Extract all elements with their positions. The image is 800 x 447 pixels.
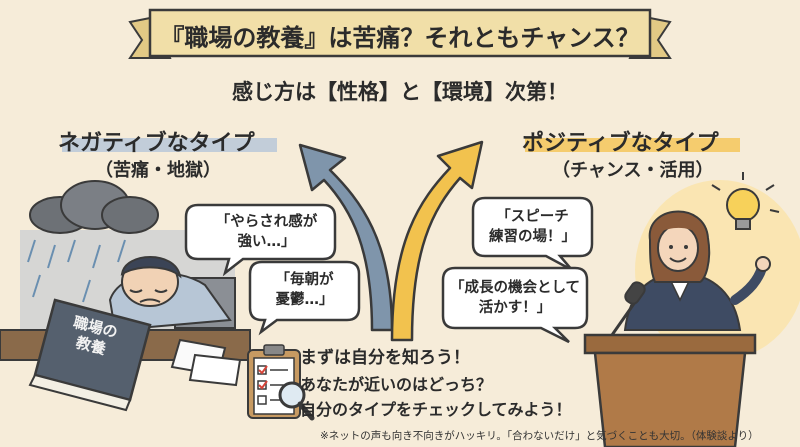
positive-arrow xyxy=(390,140,484,342)
negative-type-title: ネガティブなタイプ xyxy=(58,131,255,156)
negative-arrow xyxy=(298,143,394,332)
speaker-woman-illustration xyxy=(623,210,771,331)
magnifying-glass-icon xyxy=(278,381,315,421)
positive-bubble-2: 「成長の機会として 活かす！」 xyxy=(449,280,581,316)
page-subtitle: 感じ方は【性格】と【環境】次第！ xyxy=(232,80,568,104)
book-icon xyxy=(28,298,152,412)
negative-speech-bubbles xyxy=(184,203,361,336)
footnote: ※ネットの声も向き不向きがハッキリ。「合わないだけ」と気づくことも大切。（体験談… xyxy=(320,430,759,442)
positive-highlight xyxy=(525,138,740,152)
negative-bubble-2: 「毎朝が 憂鬱…」 xyxy=(275,272,334,308)
microphone-icon xyxy=(610,281,646,336)
papers-icon xyxy=(170,338,242,387)
negative-bubble-1: 「やらされ感が 強い…」 xyxy=(215,214,318,250)
positive-speech-bubbles xyxy=(441,196,594,344)
positive-bubble-1: 「スピーチ 練習の場！」 xyxy=(489,209,576,245)
podium-icon xyxy=(583,333,757,447)
positive-type-title: ポジティブなタイプ xyxy=(522,131,719,156)
cta-instruction: 自分のタイプをチェックしてみよう！ xyxy=(300,400,572,419)
cta-question: あなたが近いのはどっち？ xyxy=(300,375,493,394)
positive-type-subtitle: （チャンス・活用） xyxy=(552,160,714,181)
light-bulb-icon xyxy=(711,172,780,230)
negative-highlight xyxy=(62,138,277,152)
title-banner xyxy=(128,8,672,59)
negative-type-subtitle: （苦痛・地獄） xyxy=(95,160,221,181)
cta-heading: まずは自分を知ろう！ xyxy=(300,348,470,368)
page-title: 『職場の教養』は苦痛？それともチャンス？ xyxy=(160,24,640,52)
